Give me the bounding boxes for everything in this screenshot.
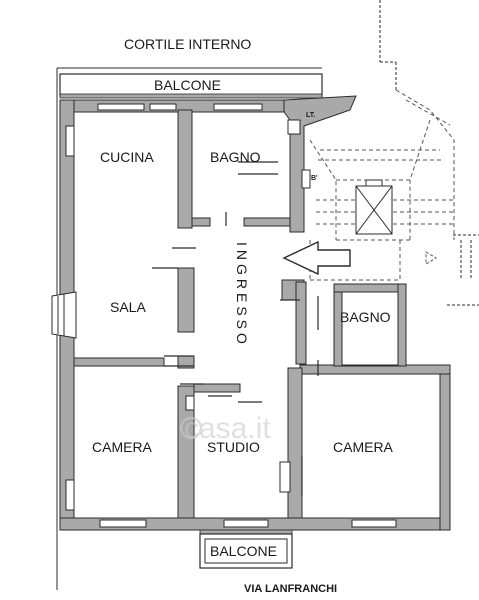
windows-top [97,103,263,111]
balcony-bottom [199,529,293,569]
balcony-top [59,73,323,99]
fixtures [185,119,311,493]
stairwell [309,89,455,281]
street-label: VIA LANFRANCHI [244,583,337,595]
bath-right-outline [341,291,399,367]
balcony-bottom-label: BALCONE [210,543,277,559]
bedroom-left-label: CAMERA [92,439,153,455]
elevator-shaft [355,179,393,235]
study-label: STUDIO [207,439,260,455]
kitchen-label: CUCINA [100,149,154,165]
balcony-top-label: BALCONE [154,77,221,93]
bath-top-label: BAGNO [210,149,261,165]
bath-right-label: BAGNO [340,309,391,325]
windows-left [51,125,77,511]
watermark-logo-icon [179,416,203,440]
watermark: casa.it [184,412,271,445]
bedroom-right-label: CAMERA [333,439,394,455]
door-marks [152,161,319,496]
interior-walls [73,109,407,519]
living-label: SALA [110,299,146,315]
entrance-arrow-icon [282,240,351,276]
courtyard-label: CORTILE INTERNO [124,36,251,52]
windows-bottom [99,519,397,528]
laundry-tag: LT. [306,112,315,119]
entrance-label: INGRESSO [234,242,250,348]
landing-marks [425,251,437,265]
closet-tag: B' [311,175,318,182]
